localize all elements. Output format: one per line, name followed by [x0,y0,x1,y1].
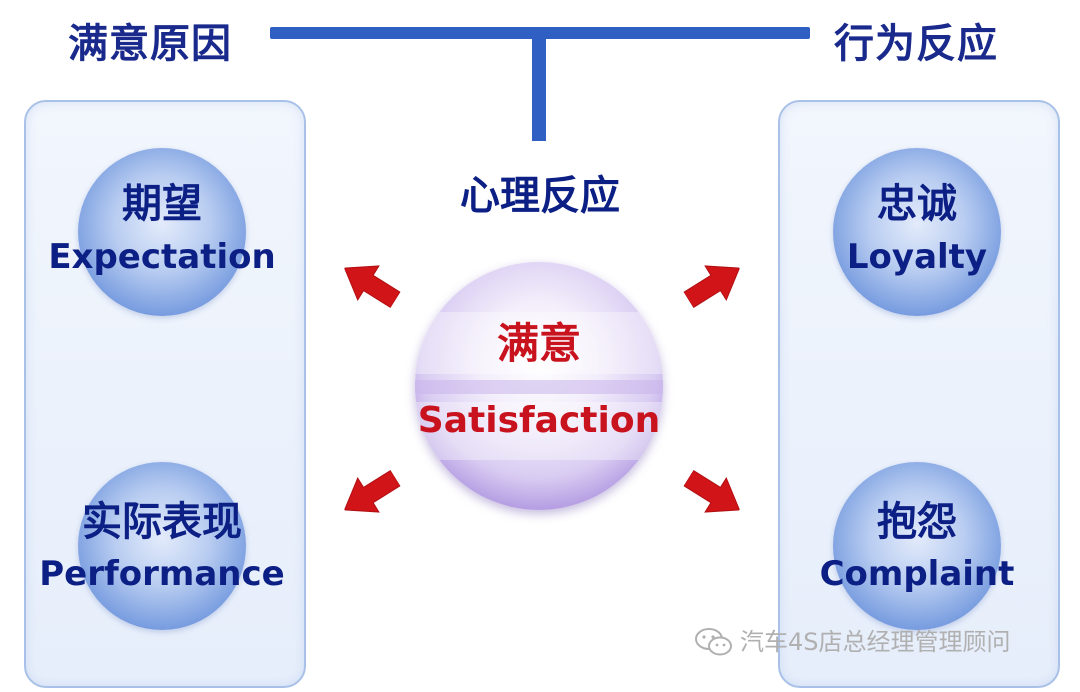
complaint-label-en: Complaint [819,554,1015,594]
loyalty-label-en: Loyalty [846,237,988,277]
arrow-to-expectation-icon [333,249,407,318]
performance-circle [78,462,246,630]
complaint-circle [833,462,1001,630]
arrow-to-performance-icon [333,459,407,528]
satisfaction-sphere [415,262,663,510]
performance-label-en: Performance [39,554,285,594]
loyalty-circle [833,148,1001,316]
watermark: 汽车4S店总经理管理顾问 [694,622,1011,662]
arrow-to-loyalty-icon [677,249,751,318]
expectation-label-en: Expectation [48,237,276,277]
loyalty-label-zh: 忠诚 [877,181,957,227]
watermark-text: 汽车4S店总经理管理顾问 [740,628,1011,656]
arrow-to-complaint-icon [677,459,751,528]
psychology-heading: 心理反应 [460,173,620,219]
complaint-label-zh: 抱怨 [877,499,957,545]
wechat-icon [695,628,732,656]
expectation-circle [78,148,246,316]
performance-label-zh: 实际表现 [82,499,242,545]
satisfaction-label-zh: 满意 [496,319,581,368]
connector-vertical-bar [532,27,546,141]
causes-heading: 满意原因 [68,21,232,67]
behavior-heading: 行为反应 [834,21,998,67]
satisfaction-label-en: Satisfaction [417,400,661,441]
expectation-label-zh: 期望 [122,181,202,227]
